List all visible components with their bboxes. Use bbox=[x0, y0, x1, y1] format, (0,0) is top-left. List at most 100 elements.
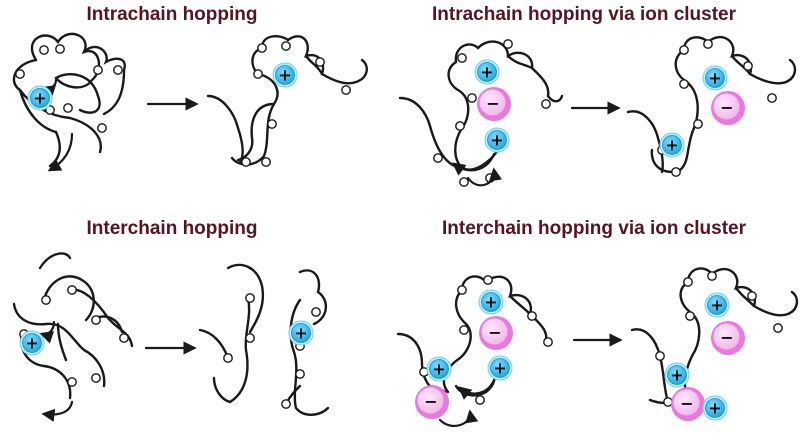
chain-bead bbox=[457, 285, 467, 295]
polymer-chain bbox=[228, 296, 251, 404]
chain-bead bbox=[459, 325, 469, 335]
chain-bead bbox=[91, 373, 101, 383]
cation: + bbox=[659, 132, 685, 158]
polymer-chain bbox=[682, 35, 797, 85]
chain-motion-arrow bbox=[438, 409, 479, 428]
panel-title-interchain-hopping: Interchain hopping bbox=[86, 218, 258, 239]
chain-bead bbox=[685, 311, 695, 321]
polymer-chain bbox=[56, 322, 68, 362]
chain-bead bbox=[113, 65, 123, 75]
cation-symbol: + bbox=[665, 136, 678, 155]
chain-bead bbox=[267, 119, 277, 129]
interchain-hop-arrow bbox=[39, 320, 56, 344]
cation-symbol: + bbox=[432, 360, 445, 379]
chain-bead bbox=[455, 121, 465, 131]
chain-bead bbox=[45, 105, 55, 115]
chain-bead bbox=[295, 369, 305, 379]
polymer-chain bbox=[30, 32, 101, 114]
chain-bead bbox=[245, 333, 255, 343]
panel-title-intrachain-hopping: Intrachain hopping bbox=[86, 4, 258, 25]
intrachain-hop-arrow bbox=[451, 152, 496, 176]
interchain-hop-arrow bbox=[457, 378, 496, 400]
chain-bead bbox=[767, 93, 777, 103]
cation: + bbox=[474, 59, 500, 85]
polymer-chain bbox=[212, 376, 232, 404]
cation-symbol: + bbox=[480, 63, 493, 82]
chain-bead bbox=[483, 275, 493, 285]
chain-bead bbox=[63, 103, 73, 113]
panel-title-intrachain-hopping-via-ion-cluster: Intrachain hopping via ion cluster bbox=[431, 4, 737, 25]
anion: − bbox=[671, 387, 705, 421]
cation-symbol: + bbox=[25, 334, 38, 353]
chain-motion-arrow bbox=[47, 132, 74, 172]
chain-bead bbox=[257, 43, 267, 53]
cation: + bbox=[487, 355, 513, 381]
chain-bead bbox=[39, 45, 49, 55]
polymer-chain bbox=[506, 54, 534, 70]
cation: + bbox=[702, 395, 728, 421]
cation: + bbox=[19, 330, 45, 356]
chain-bead bbox=[281, 41, 291, 51]
polymer-chain bbox=[38, 252, 72, 270]
chain-bead bbox=[457, 53, 467, 63]
anion-symbol: − bbox=[680, 394, 693, 413]
chain-bead bbox=[527, 311, 537, 321]
polymer-chain bbox=[198, 328, 230, 360]
chain-bead bbox=[433, 153, 443, 163]
chain-bead bbox=[91, 315, 101, 325]
cation-symbol: + bbox=[294, 324, 307, 343]
chain-bead bbox=[119, 333, 129, 343]
chain-bead bbox=[67, 377, 77, 387]
anion: − bbox=[415, 385, 449, 419]
chain-bead bbox=[281, 399, 291, 409]
cation-symbol: + bbox=[484, 293, 497, 312]
anion: − bbox=[477, 87, 511, 121]
chain-bead bbox=[679, 79, 689, 89]
chain-bead bbox=[543, 337, 553, 347]
polymer-chain bbox=[298, 269, 327, 326]
polymer-chain bbox=[226, 263, 265, 334]
cation: + bbox=[426, 356, 452, 382]
polymer-chain bbox=[304, 54, 324, 76]
polymer-chain bbox=[289, 298, 330, 416]
polymer-chain bbox=[454, 40, 564, 103]
chain-bead bbox=[241, 157, 251, 167]
anion-symbol: − bbox=[720, 328, 733, 347]
anion-symbol: − bbox=[486, 94, 499, 113]
cation: + bbox=[702, 65, 728, 91]
polymer-chain bbox=[42, 275, 95, 322]
polymer-chain bbox=[82, 45, 126, 116]
chain-bead bbox=[223, 353, 233, 363]
polymer-chain bbox=[730, 54, 752, 76]
chain-bead bbox=[743, 61, 753, 71]
polymer-chain bbox=[626, 110, 664, 174]
anion-symbol: − bbox=[720, 98, 733, 117]
chain-bead bbox=[703, 39, 713, 49]
cation-symbol: + bbox=[710, 296, 723, 315]
polymer-chain bbox=[686, 267, 799, 317]
panel-title-interchain-hopping-via-ion-cluster: Interchain hopping via ion cluster bbox=[441, 218, 747, 239]
chain-bead bbox=[459, 177, 469, 187]
anion-symbol: − bbox=[488, 323, 501, 342]
cation-symbol: + bbox=[493, 359, 506, 378]
chain-bead bbox=[15, 69, 25, 79]
polymer-chain bbox=[734, 286, 756, 308]
cation: + bbox=[664, 362, 690, 388]
chain-bead bbox=[747, 291, 757, 301]
cation: + bbox=[704, 292, 730, 318]
chain-bead bbox=[679, 45, 689, 55]
cation-symbol: + bbox=[490, 131, 503, 150]
chain-bead bbox=[261, 157, 271, 167]
cation-symbol: + bbox=[278, 66, 291, 85]
chain-bead bbox=[773, 323, 783, 333]
cation-symbol: + bbox=[33, 89, 46, 108]
polymer-chain bbox=[12, 302, 106, 388]
chain-bead bbox=[341, 85, 351, 95]
chain-bead bbox=[67, 285, 77, 295]
polymer-chain bbox=[236, 102, 276, 162]
polymer-chain bbox=[230, 46, 279, 166]
cation: + bbox=[272, 62, 298, 88]
chain-bead bbox=[253, 69, 263, 79]
anion-symbol: − bbox=[424, 392, 437, 411]
